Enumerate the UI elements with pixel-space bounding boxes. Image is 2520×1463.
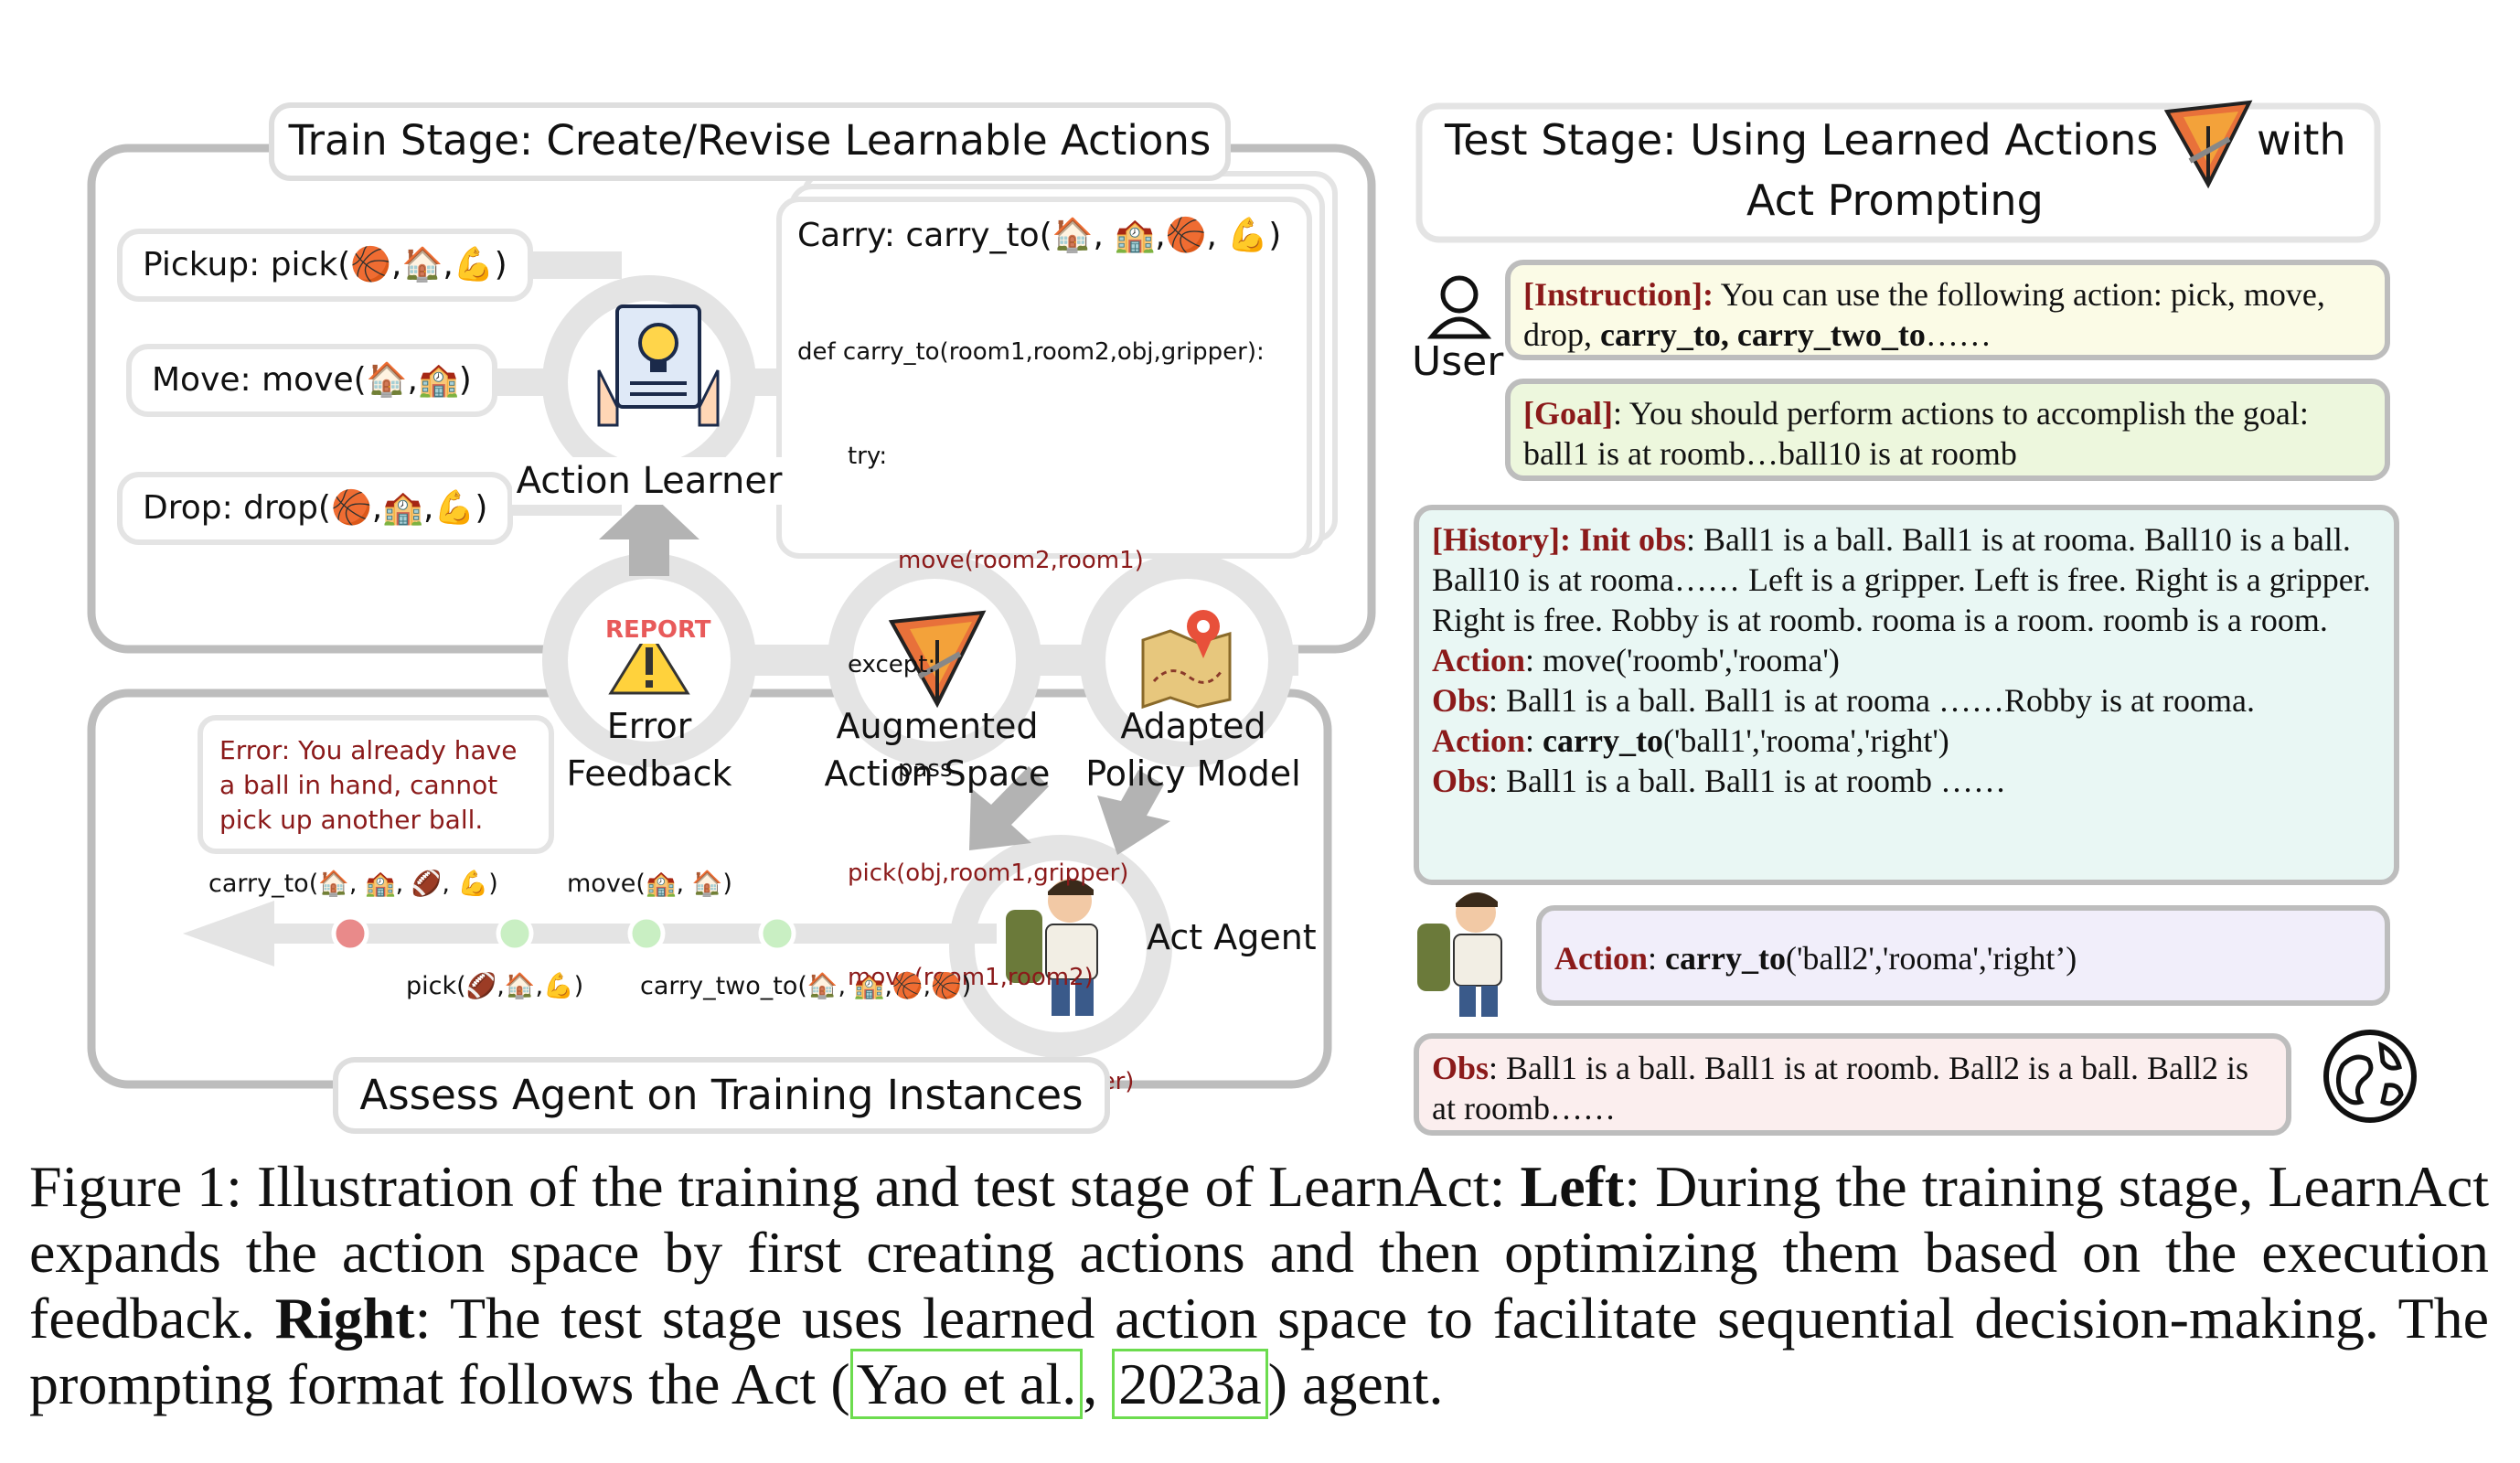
train-stage-title: Train Stage: Create/Revise Learnable Act…: [269, 102, 1231, 181]
drop-action: Drop: drop(🏀,🏫,💪): [117, 472, 514, 545]
env-obs-message: Obs: Ball1 is a ball. Ball1 is at roomb.…: [1414, 1033, 2291, 1136]
hang-glider-icon: [2163, 100, 2253, 189]
arrow-icon: [969, 766, 1049, 850]
test-stage-subtitle: Act Prompting: [1746, 176, 2044, 225]
report-label: REPORT: [605, 616, 711, 644]
agent-action-message: Action: carry_to('ball2','rooma','right’…: [1536, 905, 2390, 1006]
code-block: def carry_to(room1,room2,obj,gripper): t…: [797, 265, 1265, 1134]
trajectory-step-label: carry_two_to(🏠, 🏫,🏀,🏀): [640, 972, 972, 1000]
augmented-action-space-label: Augmented Action Space: [824, 706, 1051, 794]
adapted-policy-model-label: Adapted Policy Model: [1085, 706, 1301, 794]
figure-caption: Figure 1: Illustration of the training a…: [29, 1154, 2489, 1419]
backpacker-icon: [1417, 892, 1502, 1017]
act-agent-label: Act Agent: [1147, 917, 1317, 957]
up-arrow-icon: [599, 492, 699, 576]
carry-header: Carry: carry_to(🏠, 🏫,🏀, 💪): [797, 217, 1282, 254]
globe-icon: [2323, 1030, 2417, 1123]
trajectory-step-label: pick(🏈,🏠,💪): [406, 972, 584, 1000]
success-step-dot: [627, 914, 666, 953]
goal-message: [Goal]: You should perform actions to ac…: [1505, 379, 2390, 481]
treasure-map-icon: [1141, 610, 1232, 710]
trajectory-step-label: carry_to(🏠, 🏫, 🏈, 💪): [208, 870, 498, 898]
code-line: try:: [848, 443, 888, 470]
success-step-dot: [758, 914, 796, 953]
arrow-icon: [1097, 770, 1170, 855]
test-stage-title: Test Stage: Using Learned Actions with: [1445, 115, 2346, 165]
code-line: pick(obj,room1,gripper): [848, 860, 1129, 887]
error-step-dot: [331, 914, 369, 953]
success-step-dot: [496, 914, 534, 953]
lightbulb-document-icon: [597, 304, 720, 427]
hang-glider-icon: [888, 610, 987, 709]
citation-link[interactable]: 2023a: [1112, 1349, 1268, 1419]
move-action: Move: move(🏠,🏫): [126, 344, 497, 417]
code-card: [776, 197, 1312, 559]
instruction-message: [Instruction]: You can use the following…: [1505, 260, 2390, 360]
code-line: def carry_to(room1,room2,obj,gripper):: [797, 338, 1265, 366]
trajectory-step-label: move(🏫, 🏠): [567, 870, 732, 898]
figure-graphics: [87, 100, 2417, 1123]
test-title-frame: [1415, 102, 2381, 243]
error-feedback-label: Error Feedback: [566, 706, 732, 794]
assess-title: Assess Agent on Training Instances: [333, 1057, 1110, 1134]
code-line: pass: [898, 755, 953, 783]
code-line: move(room1,room2): [848, 964, 1094, 991]
trajectory-arrow-icon: [183, 901, 274, 966]
code-line: except:: [848, 651, 936, 678]
history-message: [History]: Init obs: Ball1 is a ball. Ba…: [1414, 505, 2399, 885]
error-message: Error: You already have a ball in hand, …: [198, 715, 554, 854]
citation-link[interactable]: Yao et al.: [849, 1349, 1084, 1419]
user-icon: [1426, 275, 1492, 339]
report-warning-icon: [608, 628, 690, 695]
backpacker-icon: [1006, 879, 1098, 1016]
code-line: move(room2,room1): [898, 547, 1144, 574]
action-learner-label: Action Learner: [512, 457, 786, 505]
pickup-action: Pickup: pick(🏀,🏠,💪): [117, 229, 533, 302]
user-label: User: [1412, 338, 1504, 385]
